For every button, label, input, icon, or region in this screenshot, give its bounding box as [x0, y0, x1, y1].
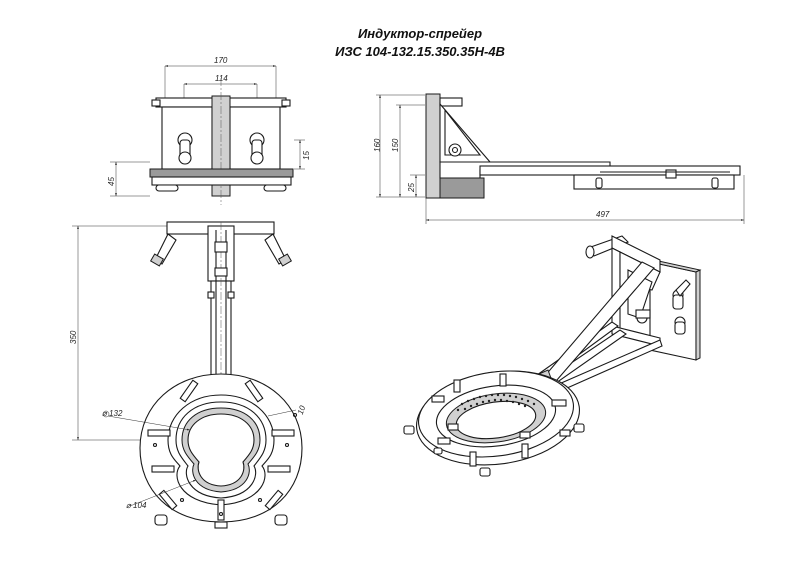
dim-114: 114 [215, 74, 228, 83]
drawing-model-number: ИЗС 104-132.15.350.35Н-4В [335, 44, 505, 59]
side-view: 160 150 25 497 [373, 93, 745, 224]
dim-15: 15 [302, 151, 311, 160]
isometric-view [403, 235, 702, 477]
keyhole-slot-right [249, 132, 265, 165]
ring-tabs [147, 379, 295, 521]
dim-497: 497 [596, 210, 610, 219]
dim-350: 350 [69, 330, 78, 344]
dim-dia-104: ⌀ 104 [126, 501, 147, 510]
dim-10: 10 [296, 404, 308, 416]
front-view: 170 114 45 [107, 56, 311, 205]
drawing-title: Индуктор-спрейер [357, 26, 483, 41]
keyhole-slot-left [177, 132, 193, 165]
dim-45: 45 [107, 177, 116, 186]
dim-25: 25 [407, 183, 416, 193]
spray-holes [456, 393, 536, 412]
dim-160: 160 [373, 138, 382, 152]
dim-170: 170 [214, 56, 228, 65]
plan-view: 350 [69, 221, 308, 529]
dim-150: 150 [391, 138, 400, 152]
dim-dia-132: ⌀ 132 [102, 409, 123, 418]
